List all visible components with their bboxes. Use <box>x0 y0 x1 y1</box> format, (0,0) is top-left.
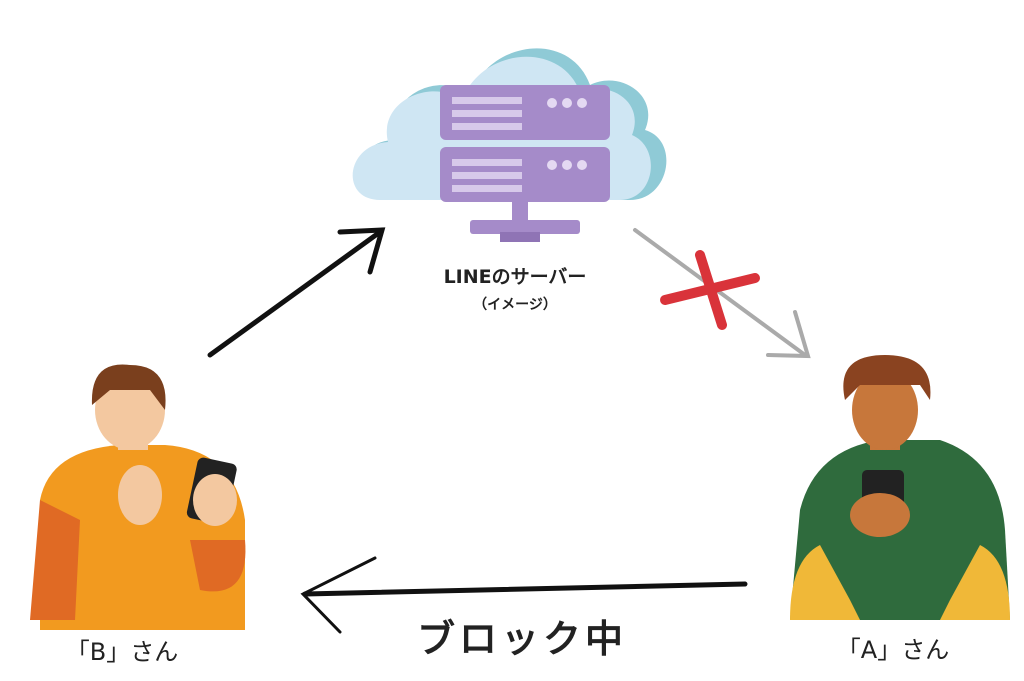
delivery-arrow-icon <box>633 228 811 359</box>
send-arrow-icon <box>207 227 386 358</box>
person-b-label: 「B」さん <box>65 638 179 666</box>
blocked-x-icon <box>660 250 760 330</box>
person-a-illustration <box>790 355 1010 620</box>
server-sublabel: （イメージ） <box>473 297 557 313</box>
person-a-label: 「A」さん <box>836 636 950 664</box>
blocking-label: ブロック中 <box>416 617 628 661</box>
block-arrow-icon <box>300 556 748 634</box>
person-b-illustration <box>30 364 246 630</box>
server-label: LINEのサーバー <box>443 266 587 288</box>
server-icon <box>440 85 610 242</box>
